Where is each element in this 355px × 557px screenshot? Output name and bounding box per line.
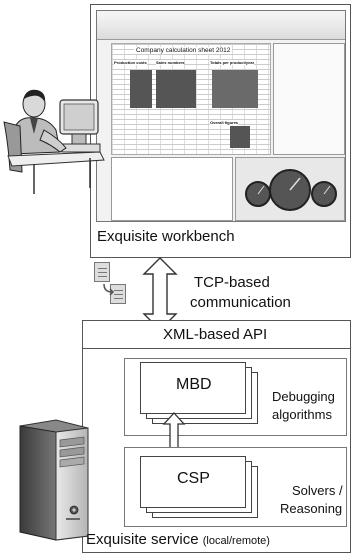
sheet-title: Company calculation sheet 2012: [134, 47, 233, 54]
service-footer-main: Exquisite service: [86, 531, 199, 548]
section-sales-numbers: Sales numbers: [156, 60, 185, 65]
data-block-4: [230, 126, 250, 148]
properties-panel: [273, 43, 345, 155]
solvers-label-line2: Reasoning: [280, 501, 343, 516]
tcp-label-line1: TCP-based: [194, 274, 270, 291]
ribbon-toolbar: [97, 11, 345, 40]
section-production-costs: Production costs: [114, 60, 147, 65]
solvers-label-line1: Solvers /: [292, 483, 343, 498]
spreadsheet-screenshot: Company calculation sheet 2012 Productio…: [96, 10, 346, 222]
server-tower-icon: [19, 419, 89, 541]
debugging-label-line2: algorithms: [272, 407, 332, 422]
workbench-label: Exquisite workbench: [97, 228, 235, 245]
debugging-label-line1: Debugging: [272, 389, 335, 404]
gauges-graphic: [245, 169, 337, 211]
csp-box: [140, 456, 246, 508]
data-block-2: [156, 70, 196, 108]
data-block-3: [212, 70, 258, 108]
results-panel: [111, 157, 233, 221]
mbd-label: MBD: [176, 376, 212, 393]
person-at-computer-icon: [3, 89, 105, 194]
api-bar: [82, 320, 351, 349]
csp-label: CSP: [177, 470, 210, 487]
data-block-1: [130, 70, 152, 108]
tcp-label-line2: communication: [190, 294, 291, 311]
gauge-panel: [235, 157, 345, 221]
section-totals: Totals per product/year: [210, 60, 255, 65]
service-footer: Exquisite service (local/remote): [86, 531, 270, 548]
api-label: XML-based API: [163, 326, 268, 343]
documents-icon: [94, 262, 130, 308]
spreadsheet-grid: Company calculation sheet 2012 Productio…: [111, 43, 271, 155]
service-footer-sub: (local/remote): [202, 535, 270, 547]
section-overall-figures: Overall figures: [210, 120, 239, 125]
mbd-box: [140, 362, 246, 414]
